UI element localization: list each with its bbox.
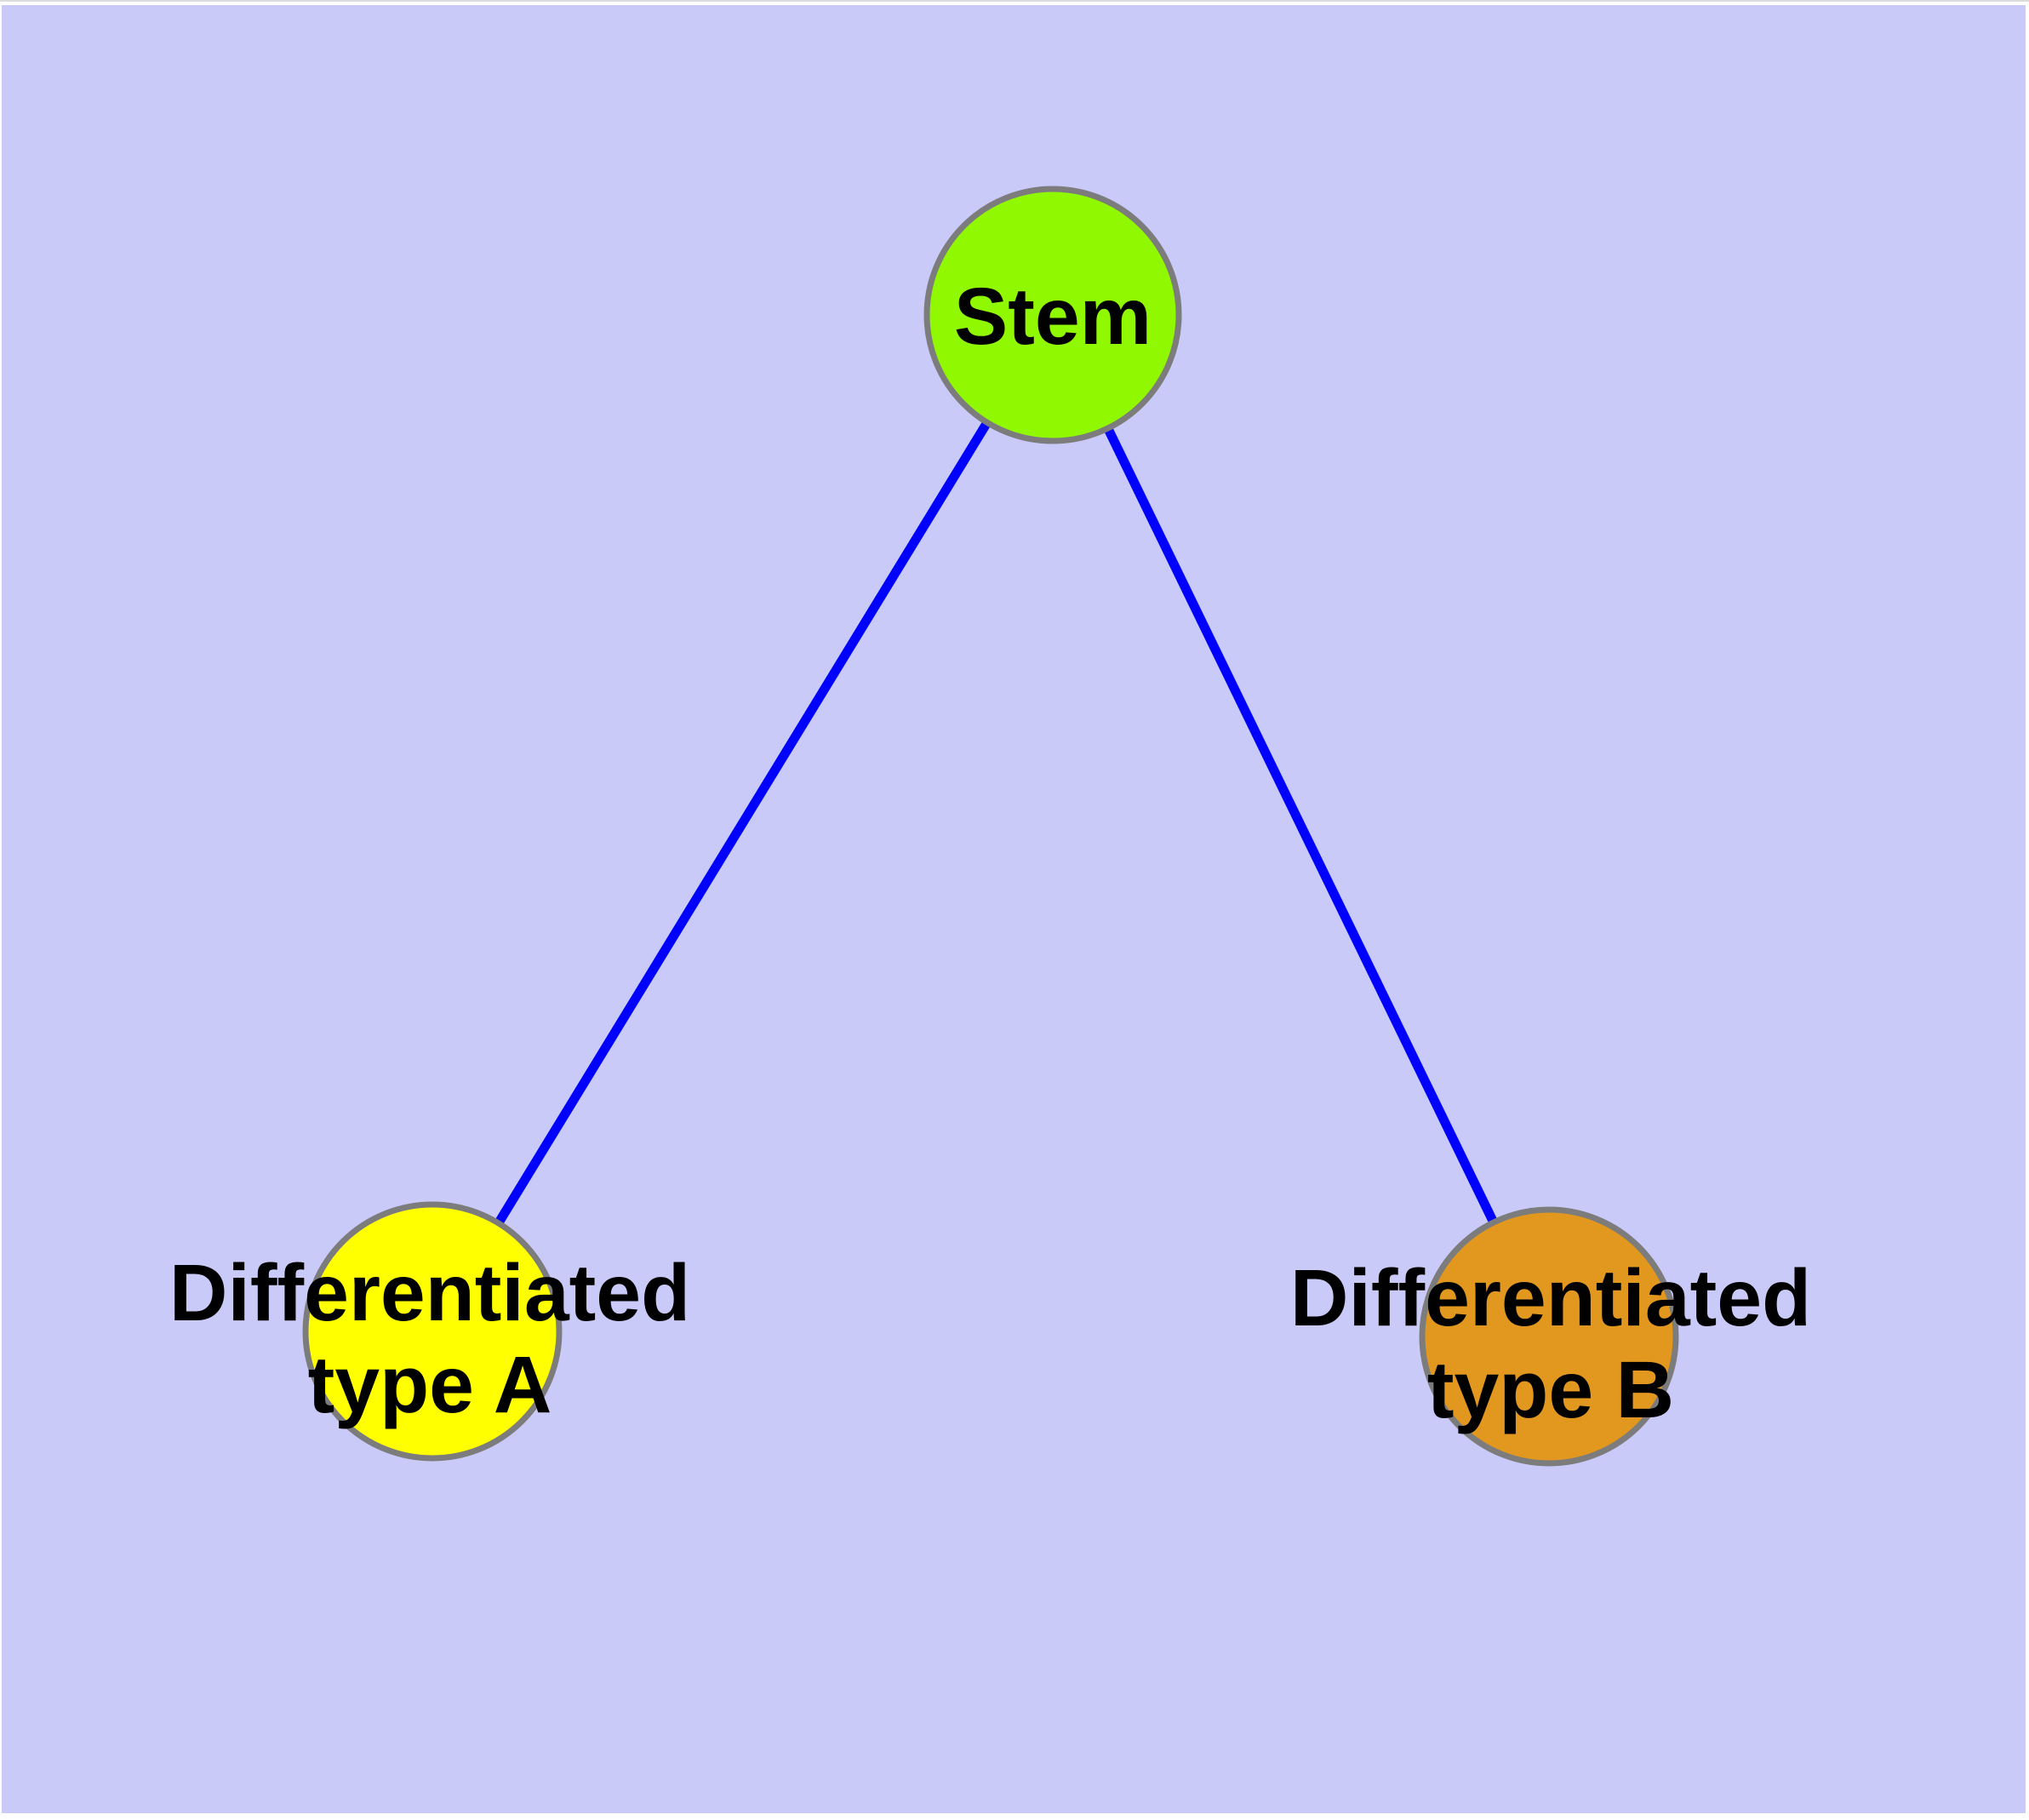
node-differentiated-type-a-circle: [302, 1201, 563, 1462]
node-differentiated-type-b-label-line1: Differentiated: [1290, 1253, 1811, 1343]
node-stem-circle: [923, 186, 1182, 444]
edge-stem-to-type-a: [428, 312, 1057, 1334]
node-stem-label: Stem: [954, 272, 1152, 362]
node-differentiated-type-b-circle: [1419, 1206, 1679, 1467]
node-differentiated-type-a-label-line1: Differentiated: [169, 1248, 690, 1338]
node-differentiated-type-b-label-line2: type B: [1427, 1345, 1674, 1435]
window-top-edge: [0, 0, 2029, 2]
node-differentiated-type-a-label-line2: type A: [308, 1340, 552, 1430]
edge-stem-to-type-b: [1049, 312, 1553, 1339]
